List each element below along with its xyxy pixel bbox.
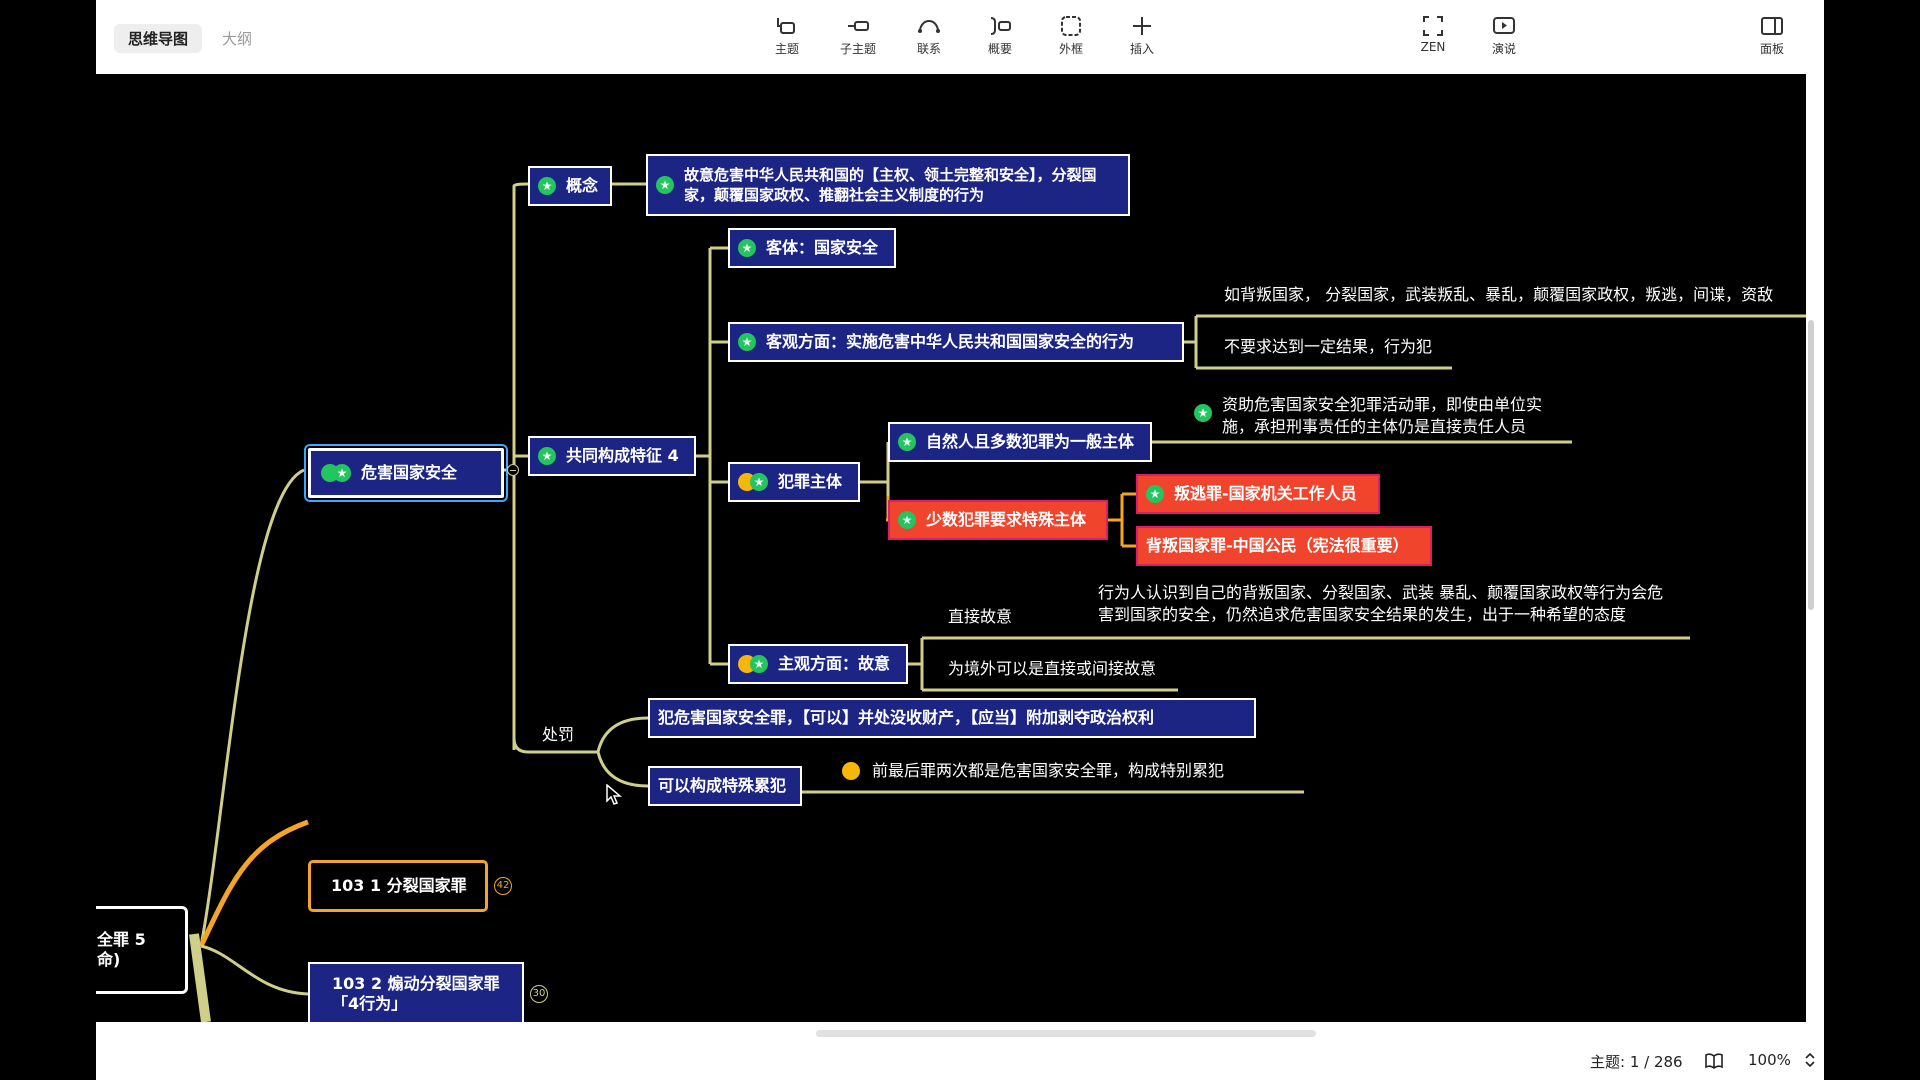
- topic-treason-crime[interactable]: 背叛国家罪-中国公民（宪法很重要）: [1136, 526, 1432, 566]
- star-icon: ★: [1194, 404, 1212, 422]
- tab-mindmap[interactable]: 思维导图: [114, 24, 203, 53]
- branch-connectors: [189, 182, 1806, 1022]
- penalty-label[interactable]: 处罚: [542, 725, 575, 744]
- topic-penalty-confiscation[interactable]: 犯危害国家安全罪，【可以】并处没收财产，【应当】附加剥夺政治权利: [648, 698, 1256, 738]
- tab-outline[interactable]: 大纲: [222, 30, 253, 48]
- star-icon: ★: [750, 655, 768, 673]
- direct-intent-description[interactable]: 行为人认识到自己的背叛国家、分裂国家、武装 暴乱、颠覆国家政权等行为会危害到国家…: [1098, 583, 1664, 624]
- collapsed-count-badge[interactable]: 42: [494, 877, 512, 895]
- zoom-stepper-icon[interactable]: [1804, 1051, 1816, 1069]
- direct-intent-label[interactable]: 直接故意: [948, 607, 1013, 626]
- mindmap-app: 思维导图 大纲 主题 子主题 联系 概要 外框 插入 ZEN: [96, 0, 1824, 1080]
- presentation-button[interactable]: 演说: [1474, 14, 1534, 57]
- star-icon: ★: [738, 239, 756, 257]
- topic-special-recidivist[interactable]: 可以构成特殊累犯: [648, 766, 802, 806]
- zen-button[interactable]: ZEN: [1403, 14, 1463, 54]
- topic-objective[interactable]: ★客观方面：实施危害中华人民共和国国家安全的行为: [728, 322, 1184, 362]
- recidivist-note[interactable]: 前最后罪两次都是危害国家安全罪，构成特别累犯: [842, 760, 1224, 782]
- star-icon: ★: [750, 473, 768, 491]
- mouse-cursor-icon: [606, 784, 622, 805]
- star-icon: ★: [898, 433, 916, 451]
- view-switcher: 思维导图 大纲: [114, 24, 266, 53]
- star-icon: ★: [738, 333, 756, 351]
- boundary-button[interactable]: 外框: [1041, 14, 1101, 57]
- topic-crime-103-2[interactable]: 103 2 煽动分裂国家罪 「4行为」: [308, 962, 524, 1022]
- play-icon: [1493, 17, 1515, 34]
- topic-counter: 主题: 1 / 286: [1590, 1053, 1683, 1071]
- topic-button[interactable]: 主题: [757, 14, 817, 57]
- collapsed-count-badge[interactable]: 30: [530, 985, 548, 1003]
- star-icon: ★: [333, 464, 351, 482]
- star-icon: ★: [538, 447, 556, 465]
- insert-button[interactable]: 插入: [1112, 14, 1172, 57]
- subject-unit-note[interactable]: ★资助危害国家安全犯罪活动罪，即使由单位实施，承担刑事责任的主体仍是直接责任人员: [1194, 394, 1564, 438]
- topic-subjective[interactable]: ★ 主观方面：故意: [728, 644, 908, 684]
- topic-concept[interactable]: ★概念: [528, 166, 612, 206]
- relation-button[interactable]: 联系: [899, 14, 959, 57]
- topic-crime-103-1[interactable]: 103 1 分裂国家罪: [308, 860, 488, 912]
- objective-conduct-crime[interactable]: 不要求达到一定结果，行为犯: [1224, 337, 1433, 356]
- summary-button[interactable]: 概要: [970, 14, 1030, 57]
- zoom-level[interactable]: 100%: [1748, 1051, 1791, 1069]
- status-bar: 主题: 1 / 286 100%: [96, 1040, 1824, 1080]
- horizontal-scrollbar[interactable]: [816, 1030, 1316, 1037]
- summary-icon: [990, 17, 1011, 35]
- vertical-scrollbar[interactable]: [1808, 320, 1814, 610]
- plus-icon: [1133, 17, 1151, 35]
- root-topic[interactable]: 全罪 5 命): [96, 906, 188, 994]
- panel-button[interactable]: 面板: [1742, 14, 1802, 57]
- star-icon: ★: [656, 176, 674, 194]
- subtopic-button[interactable]: 子主题: [828, 14, 888, 57]
- topic-icon: [777, 18, 795, 34]
- book-icon[interactable]: [1704, 1052, 1724, 1070]
- topic-common-features[interactable]: ★共同构成特征 4: [528, 436, 696, 476]
- boundary-icon: [1061, 16, 1081, 36]
- topic-natural-person-subject[interactable]: ★自然人且多数犯罪为一般主体: [888, 422, 1152, 462]
- sidebar-panel-icon: [1761, 17, 1783, 35]
- topic-special-subject[interactable]: ★少数犯罪要求特殊主体: [888, 500, 1108, 540]
- collapse-toggle[interactable]: [507, 464, 519, 476]
- star-icon: ★: [898, 511, 916, 529]
- mindmap-canvas[interactable]: 全罪 5 命) ★ 危害国家安全 ★概念 ★故意危害中华人民共和国的【主权、领土…: [96, 74, 1806, 1022]
- topic-danger-national-security[interactable]: ★ 危害国家安全: [304, 444, 508, 502]
- subtopic-icon: [848, 21, 869, 31]
- toolbar: 思维导图 大纲 主题 子主题 联系 概要 外框 插入 ZEN: [96, 0, 1824, 74]
- topic-subject[interactable]: ★ 犯罪主体: [728, 462, 860, 502]
- star-icon: ★: [538, 177, 556, 195]
- relation-icon: [918, 20, 940, 33]
- overseas-intent-note[interactable]: 为境外可以是直接或间接故意: [948, 659, 1157, 678]
- topic-object[interactable]: ★客体：国家安全: [728, 228, 896, 268]
- yellow-marker-icon: [842, 762, 860, 780]
- star-icon: ★: [1146, 485, 1164, 503]
- fullscreen-icon: [1423, 16, 1443, 36]
- topic-defection-crime[interactable]: ★叛逃罪-国家机关工作人员: [1136, 474, 1380, 514]
- topic-concept-definition[interactable]: ★故意危害中华人民共和国的【主权、领土完整和安全】，分裂国家，颠覆国家政权、推翻…: [646, 154, 1130, 216]
- objective-example-acts[interactable]: 如背叛国家， 分裂国家，武装叛乱、暴乱，颠覆国家政权，叛逃，间谍，资敌: [1224, 285, 1774, 304]
